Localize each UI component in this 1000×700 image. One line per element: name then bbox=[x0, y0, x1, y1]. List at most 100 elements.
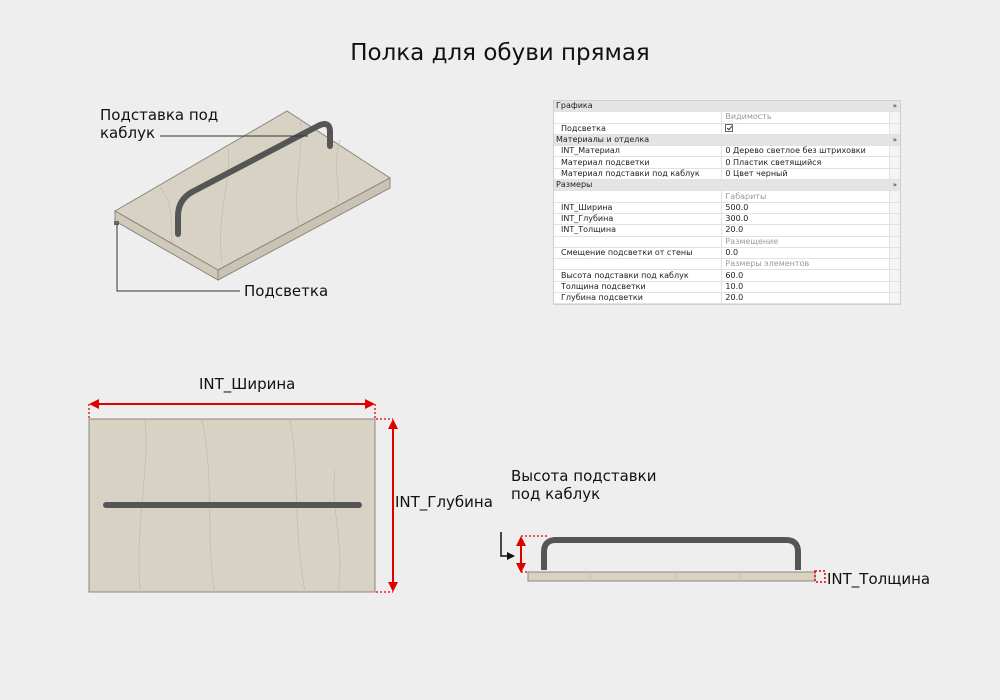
iso-board-side bbox=[217, 177, 391, 281]
row-edit-handle[interactable] bbox=[889, 156, 900, 169]
row-edit-handle[interactable] bbox=[889, 145, 900, 158]
collapse-chevron-icon[interactable]: » bbox=[889, 179, 900, 192]
row-edit-handle[interactable] bbox=[889, 269, 900, 282]
width-label: INT_Ширина bbox=[199, 375, 296, 393]
top-grain bbox=[138, 419, 341, 593]
property-name: Подсветка bbox=[554, 123, 723, 135]
property-name: INT_Ширина bbox=[554, 202, 723, 214]
backlight-leader bbox=[116, 224, 240, 292]
row-edit-handle[interactable] bbox=[889, 292, 900, 305]
width-arrow-left bbox=[89, 399, 99, 409]
row-edit-handle[interactable] bbox=[889, 236, 900, 248]
property-subgroup-row: Видимость bbox=[554, 111, 900, 124]
thickness-label: INT_Толщина bbox=[827, 570, 931, 588]
iso-heel-rod bbox=[175, 121, 333, 237]
row-edit-handle[interactable] bbox=[889, 202, 900, 214]
property-name: Высота подставки под каблук bbox=[554, 269, 723, 282]
backlight-label: Подсветка bbox=[244, 282, 329, 300]
heel-height-arrow-top bbox=[516, 536, 526, 546]
row-edit-handle[interactable] bbox=[889, 224, 900, 237]
iso-grain bbox=[159, 117, 341, 263]
property-name: INT_Толщина bbox=[554, 224, 723, 237]
row-edit-handle[interactable] bbox=[889, 281, 900, 294]
property-value[interactable]: 300.0 bbox=[721, 213, 891, 226]
collapse-chevron-icon[interactable]: » bbox=[889, 134, 900, 147]
property-name: INT_Материал bbox=[554, 145, 723, 158]
property-name: Толщина подсветки bbox=[554, 281, 723, 294]
row-edit-handle[interactable] bbox=[889, 123, 900, 135]
property-group-name: Графика bbox=[554, 101, 890, 113]
side-grain bbox=[589, 571, 742, 582]
property-value[interactable]: 10.0 bbox=[721, 281, 891, 294]
heel-height-arrow-bottom bbox=[516, 563, 526, 573]
collapse-chevron-icon[interactable]: » bbox=[889, 101, 900, 113]
property-subgroup-label: Размещение bbox=[721, 236, 891, 248]
property-value[interactable]: 0 Дерево светлое без штриховки bbox=[721, 145, 891, 158]
property-group-header[interactable]: Размеры» bbox=[554, 179, 900, 192]
property-name bbox=[554, 258, 723, 271]
heel-stand-label: Подставка под каблук bbox=[100, 106, 219, 142]
thickness-marker bbox=[814, 570, 826, 583]
width-arrow-right bbox=[365, 399, 375, 409]
row-edit-handle[interactable] bbox=[889, 190, 900, 203]
iso-backlight-marker bbox=[114, 221, 119, 225]
property-name bbox=[554, 111, 723, 124]
property-name: INT_Глубина bbox=[554, 213, 723, 226]
property-group-name: Материалы и отделка bbox=[554, 134, 890, 147]
heel-height-label: Высота подставки под каблук bbox=[511, 467, 657, 503]
property-value[interactable]: 20.0 bbox=[721, 224, 891, 237]
property-subgroup-label: Габариты bbox=[721, 190, 891, 203]
depth-arrow-bottom bbox=[388, 582, 398, 592]
row-edit-handle[interactable] bbox=[889, 111, 900, 124]
property-value[interactable]: 0.0 bbox=[721, 247, 891, 260]
property-subgroup-label: Размеры элементов bbox=[721, 258, 891, 271]
property-subgroup-label: Видимость bbox=[721, 111, 891, 124]
property-value[interactable]: 500.0 bbox=[721, 202, 891, 214]
side-heel-rod bbox=[541, 537, 801, 570]
property-name: Материал подсветки bbox=[554, 156, 723, 169]
property-group-name: Размеры bbox=[554, 179, 890, 192]
heel-height-leader-arrow bbox=[507, 552, 515, 560]
property-subgroup-row: Размеры элементов bbox=[554, 258, 900, 271]
property-subgroup-row: Габариты bbox=[554, 190, 900, 203]
property-name: Материал подставки под каблук bbox=[554, 168, 723, 181]
row-edit-handle[interactable] bbox=[889, 247, 900, 260]
isometric-view bbox=[113, 110, 391, 292]
depth-label: INT_Глубина bbox=[395, 493, 493, 511]
row-edit-handle[interactable] bbox=[889, 258, 900, 271]
depth-arrow-top bbox=[388, 419, 398, 429]
row-edit-handle[interactable] bbox=[889, 213, 900, 226]
property-value[interactable]: 20.0 bbox=[721, 292, 891, 305]
property-value[interactable]: 0 Цвет черный bbox=[721, 168, 891, 181]
property-name bbox=[554, 236, 723, 248]
property-subgroup-row: Размещение bbox=[554, 236, 900, 248]
property-name bbox=[554, 190, 723, 203]
side-view bbox=[500, 532, 826, 583]
property-value[interactable]: 0 Пластик светящийся bbox=[721, 156, 891, 169]
row-edit-handle[interactable] bbox=[889, 168, 900, 181]
backlight-checkbox[interactable] bbox=[725, 124, 734, 133]
property-value[interactable]: 60.0 bbox=[721, 269, 891, 282]
property-group-header[interactable]: Материалы и отделка» bbox=[554, 134, 900, 147]
property-value[interactable] bbox=[721, 123, 891, 135]
side-board bbox=[527, 571, 816, 582]
property-row: Подсветка bbox=[554, 123, 900, 135]
property-group-header[interactable]: Графика» bbox=[554, 101, 900, 113]
top-view bbox=[88, 399, 398, 593]
property-name: Глубина подсветки bbox=[554, 292, 723, 305]
page-title: Полка для обуви прямая bbox=[350, 40, 650, 66]
property-name: Смещение подсветки от стены bbox=[554, 247, 723, 260]
heel-height-leader bbox=[500, 532, 510, 557]
